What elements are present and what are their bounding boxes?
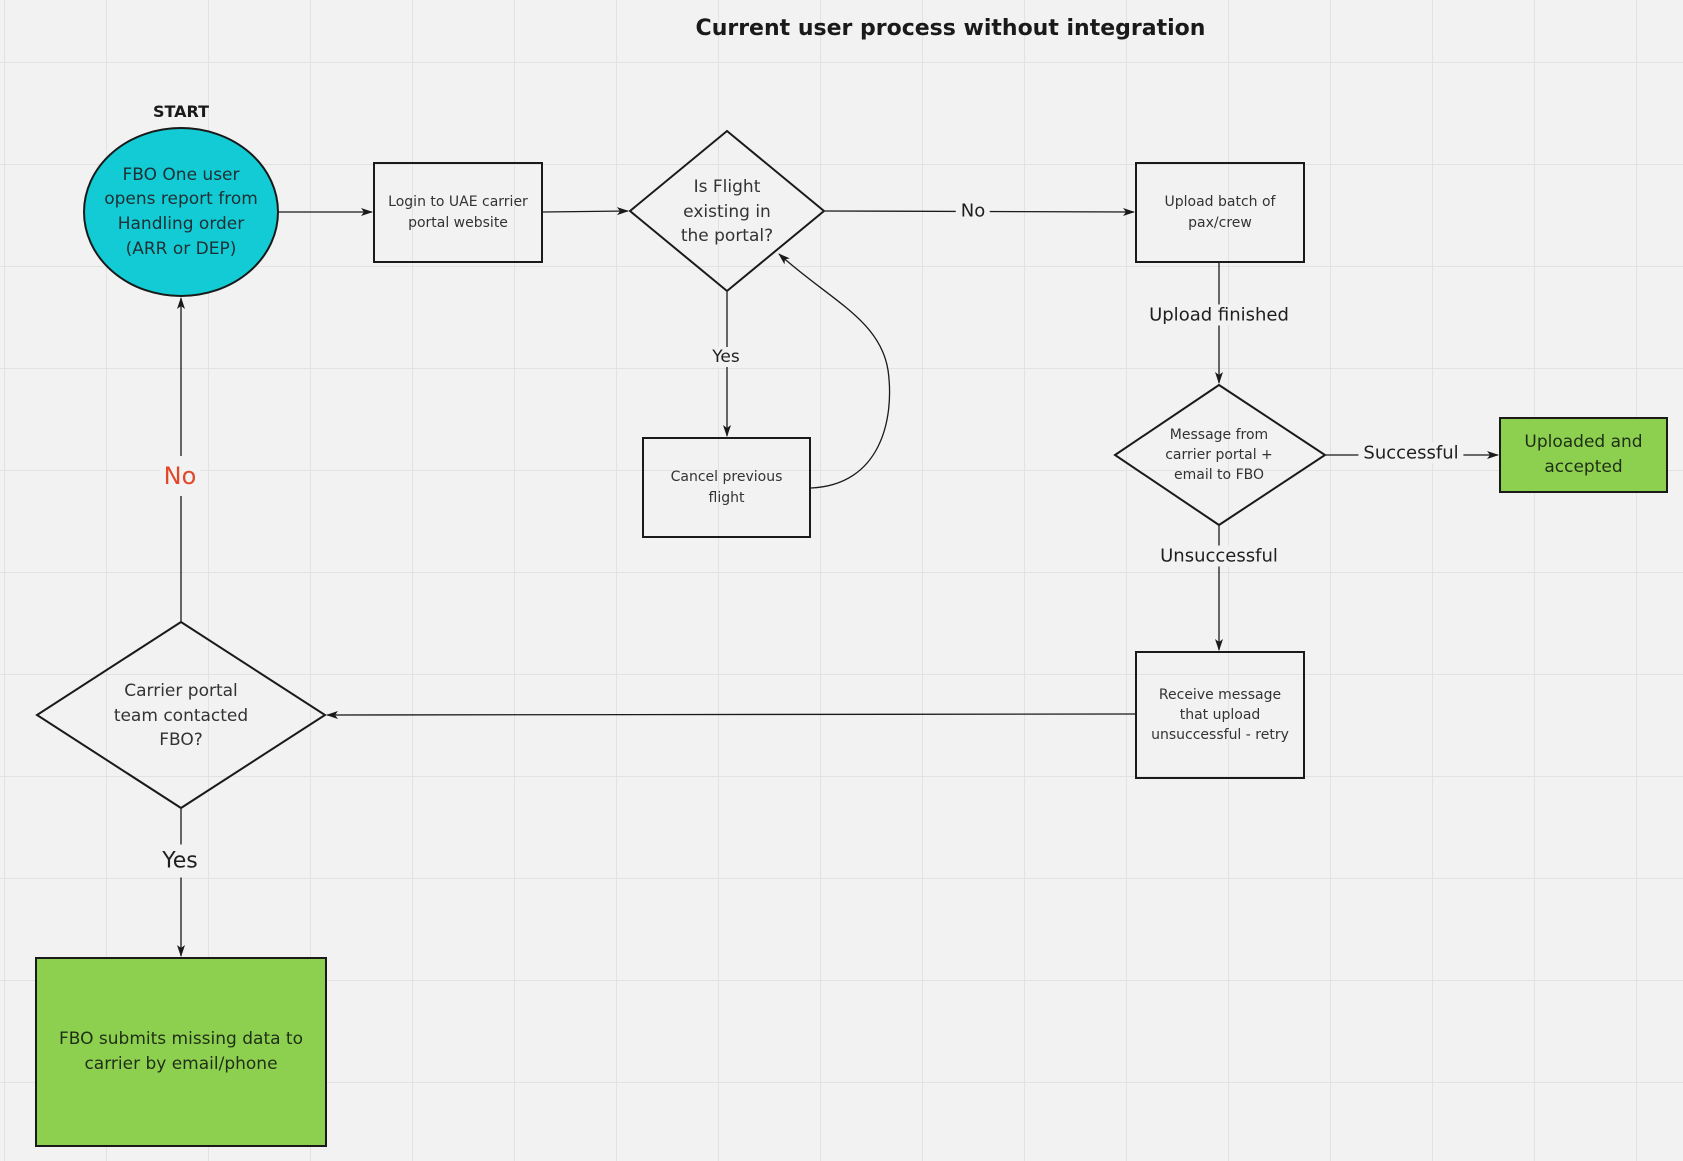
accepted-box: Uploaded and accepted <box>1502 420 1665 490</box>
retry-box: Receive message that upload unsuccessful… <box>1140 655 1300 775</box>
message-decision-text: Message from carrier portal + email to F… <box>1165 426 1273 484</box>
start-node: FBO One user opens report from Handling … <box>96 140 266 284</box>
submit-box-shape <box>35 957 327 1147</box>
accepted-box-shape <box>1499 417 1668 493</box>
edge-label-upload-finished: Upload finished <box>1144 304 1294 326</box>
upload-box-text: Upload batch of pax/crew <box>1164 194 1276 231</box>
start-label: START <box>152 102 210 121</box>
edge-label-no-exists: No <box>955 200 991 222</box>
edge-login-to-decision <box>542 207 629 216</box>
start-node-shape <box>83 127 279 297</box>
edge-retry-to-contacted <box>326 710 1136 719</box>
cancel-box-text: Cancel previous flight <box>670 469 783 506</box>
retry-box-text: Receive message that upload unsuccessful… <box>1151 686 1289 744</box>
flight-exists-decision-shape <box>628 129 826 293</box>
upload-box: Upload batch of pax/crew <box>1150 166 1290 259</box>
contacted-decision-shape <box>35 620 327 810</box>
edge-label-successful: Successful <box>1358 442 1464 464</box>
start-node-text: FBO One user opens report from Handling … <box>104 164 258 259</box>
login-box: Login to UAE carrier portal website <box>378 166 538 259</box>
edge-cancel-loop-back <box>778 253 891 489</box>
submit-box-text: FBO submits missing data to carrier by e… <box>58 1029 303 1074</box>
flight-exists-decision: Is Flight existing in the portal? <box>665 162 789 262</box>
login-box-text: Login to UAE carrier portal website <box>388 194 528 231</box>
edge-label-yes-contacted: Yes <box>158 844 202 878</box>
message-decision-shape <box>1113 383 1327 527</box>
accepted-box-text: Uploaded and accepted <box>1524 432 1643 477</box>
diagram-title: Current user process without integration <box>695 16 1206 41</box>
login-box-shape <box>373 162 543 263</box>
edge-label-unsuccessful: Unsuccessful <box>1155 545 1283 567</box>
flight-exists-text: Is Flight existing in the portal? <box>680 177 774 247</box>
upload-box-shape <box>1135 162 1305 263</box>
cancel-box: Cancel previous flight <box>647 441 806 534</box>
submit-box: FBO submits missing data to carrier by e… <box>40 962 322 1142</box>
retry-box-shape <box>1135 651 1305 779</box>
contacted-decision-text: Carrier portal team contacted FBO? <box>113 681 249 751</box>
cancel-box-shape <box>642 437 811 538</box>
edge-label-no-contacted: No <box>159 456 201 496</box>
message-decision: Message from carrier portal + email to F… <box>1155 415 1283 495</box>
edge-label-yes-exists: Yes <box>707 347 745 367</box>
contacted-decision: Carrier portal team contacted FBO? <box>100 666 262 766</box>
